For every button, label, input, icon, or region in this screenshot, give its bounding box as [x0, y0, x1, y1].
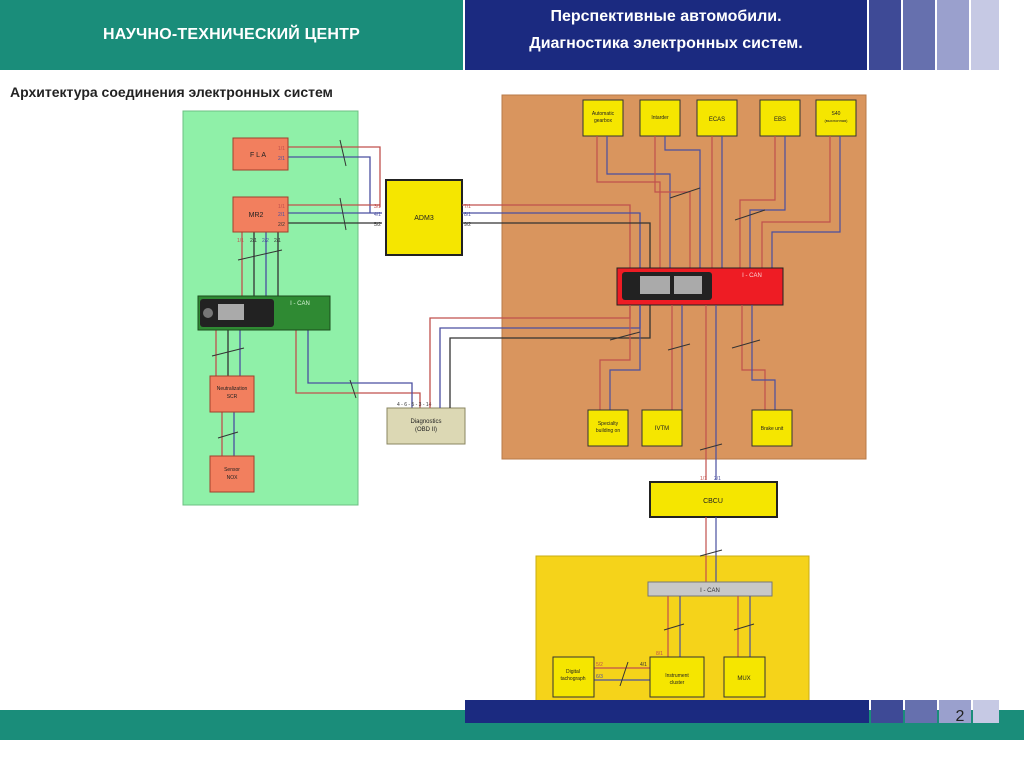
diagnostics-label-1: Diagnostics [410, 419, 441, 425]
diagnostics-pins: 4 - 6 - 5 - 3 - 14 [397, 402, 432, 408]
fla-pin-1: 1/1 [278, 146, 285, 152]
header-square-3 [937, 0, 969, 70]
right-ican-connector-pins-1 [640, 276, 670, 294]
diagnostics-obd-unit [386, 407, 466, 445]
adm3-right-pin-3: 9/2 [464, 222, 471, 228]
instrument-cluster-unit [649, 656, 705, 698]
automatic-gearbox-label-2: gearbox [594, 118, 613, 124]
fla-unit [232, 137, 289, 171]
neutralization-scr-unit [209, 375, 255, 413]
mr2-pin-2: 2/1 [278, 212, 285, 218]
brake-unit-label: Brake unit [761, 426, 784, 432]
mr2-unit [232, 196, 289, 233]
cbcu-pin-1: 1/1 [700, 476, 707, 482]
ivtm-unit [641, 409, 683, 447]
footer-navy-bar [465, 700, 869, 723]
right-top-modules: Automatic gearbox Intarder ECAS EBS S40 … [582, 99, 857, 137]
mr2-bottom-pin-4: 2/1 [274, 238, 281, 244]
cbcu-unit [649, 481, 778, 518]
s40-label-2: (выхлопная) [824, 118, 848, 123]
intarder-label: Intarder [651, 115, 669, 121]
header-title-bar: Перспективные автомобили. Диагностика эл… [465, 0, 867, 70]
tachograph-pin-a: 5/2 [596, 662, 603, 668]
mr2-label: MR2 [249, 212, 264, 219]
adm3-left-pin-3: 5/2 [374, 222, 381, 228]
footer-square-4 [973, 700, 999, 723]
left-ican-label: I - CAN [290, 301, 310, 307]
adm3-label: ADM3 [414, 215, 434, 222]
cluster-label-1: Instrument [665, 673, 689, 679]
footer-square-3 [939, 700, 971, 723]
sensor-label-1: Sensor [224, 467, 240, 473]
bottom-ican-label: I - CAN [700, 588, 720, 594]
s40-label-1: S40 [832, 111, 841, 117]
fla-pin-2: 2/1 [278, 156, 285, 162]
mr2-pin-3: 2/2 [278, 222, 285, 228]
mux-label: MUX [737, 676, 750, 682]
fla-label: F L A [250, 152, 266, 159]
sensor-label-2: NOX [227, 475, 239, 481]
tachograph-label-1: Digital [566, 669, 580, 675]
ebs-label: EBS [774, 117, 786, 123]
brake-unit [751, 409, 793, 447]
ivtm-label: IVTM [655, 426, 669, 432]
adm3-unit [385, 179, 463, 256]
left-ican-connector-pins [218, 304, 244, 320]
intarder-unit [639, 99, 681, 137]
ecas-unit [696, 99, 738, 137]
header-square-2 [903, 0, 935, 70]
cluster-pin-c: 8/1 [656, 651, 663, 657]
header-square-4 [971, 0, 999, 70]
mr2-pin-1: 1/1 [278, 204, 285, 210]
adm3-right-pin-2: 8/1 [464, 212, 471, 218]
specialty-building-unit [587, 409, 629, 447]
adm3-right-pin-1: 7/1 [464, 204, 471, 210]
right-ican-label: I - CAN [742, 273, 762, 279]
diagnostics-label-2: (OBD II) [415, 427, 437, 433]
cluster-pin-d: 4/1 [640, 662, 647, 668]
header-org-label: НАУЧНО-ТЕХНИЧЕСКИЙ ЦЕНТР [102, 26, 361, 43]
footer-square-2 [905, 700, 937, 723]
sensor-nox-unit [209, 455, 255, 493]
specialty-label-2: building on [596, 428, 620, 434]
automatic-gearbox-unit [582, 99, 624, 137]
left-ican-connector-bolt [203, 308, 213, 318]
mr2-bottom-pin-2: 2/1 [250, 238, 257, 244]
mr2-bottom-pin-1: 1/1 [237, 238, 244, 244]
specialty-label-1: Specialty [598, 421, 619, 427]
ebs-unit [759, 99, 801, 137]
mux-unit [723, 656, 766, 698]
header-org-bar: НАУЧНО-ТЕХНИЧЕСКИЙ ЦЕНТР [0, 0, 463, 70]
cluster-label-2: cluster [670, 680, 685, 686]
neutralization-label-2: SCR [227, 394, 238, 400]
header-title-line-2: Диагностика электронных систем. [529, 35, 803, 52]
slide-title: Архитектура соединения электронных систе… [10, 84, 333, 100]
s40-unit [815, 99, 857, 137]
cbcu-pin-2: 2/1 [714, 476, 721, 482]
right-ican-connector-pins-2 [674, 276, 702, 294]
automatic-gearbox-label-1: Automatic [592, 111, 615, 117]
header-square-1 [869, 0, 901, 70]
tachograph-pin-b: 6/3 [596, 674, 603, 680]
page-number: 2 [955, 708, 965, 725]
ecas-label: ECAS [709, 117, 725, 123]
mr2-bottom-pin-3: 2/2 [262, 238, 269, 244]
footer-square-1 [871, 700, 903, 723]
cbcu-label: CBCU [703, 498, 723, 505]
adm3-left-pin-1: 3/1 [374, 204, 381, 210]
digital-tachograph-unit [552, 656, 595, 698]
neutralization-label-1: Neutralization [217, 386, 248, 392]
tachograph-label-2: tachograph [560, 676, 585, 682]
header-title-line-1: Перспективные автомобили. [550, 8, 782, 25]
adm3-left-pin-2: 4/1 [374, 212, 381, 218]
bottom-ican-bar [647, 581, 773, 597]
